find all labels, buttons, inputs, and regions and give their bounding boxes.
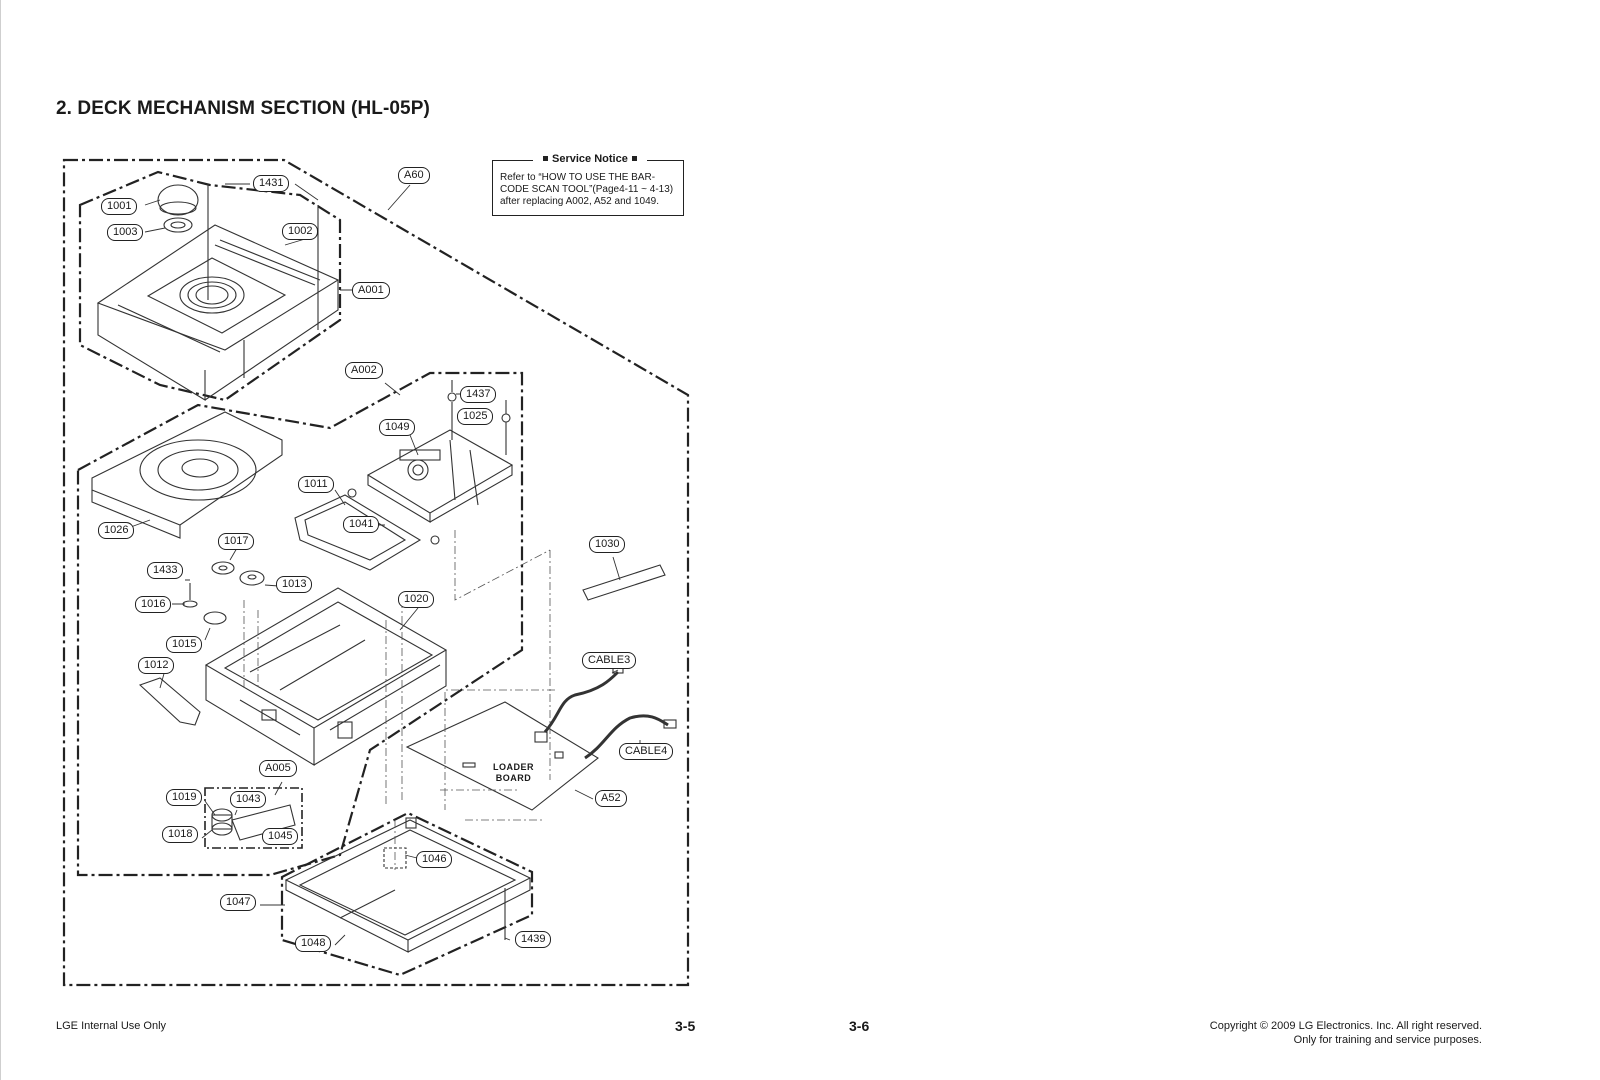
callout-1049: 1049 bbox=[379, 419, 416, 436]
callout-1041: 1041 bbox=[343, 516, 380, 533]
copyright-line-2: Only for training and service purposes. bbox=[1293, 1034, 1482, 1046]
callout-1047: 1047 bbox=[220, 894, 257, 911]
callout-cable3: CABLE3 bbox=[582, 652, 637, 669]
service-notice-body: Refer to “HOW TO USE THE BAR- CODE SCAN … bbox=[500, 172, 680, 208]
callout-1431: 1431 bbox=[253, 175, 290, 192]
boundary-a005 bbox=[204, 787, 303, 849]
callout-1437: 1437 bbox=[460, 386, 497, 403]
callout-1020: 1020 bbox=[398, 591, 435, 608]
callout-1433: 1433 bbox=[147, 562, 184, 579]
callout-1013: 1013 bbox=[276, 576, 313, 593]
ffc-1030-shape bbox=[582, 564, 666, 601]
copyright-line-1: Copyright © 2009 LG Electronics. Inc. Al… bbox=[1209, 1020, 1482, 1032]
loader-board-label-line-1: LOADER bbox=[493, 762, 534, 772]
service-notice-box: Service Notice Refer to “HOW TO USE THE … bbox=[492, 153, 684, 216]
callout-1002: 1002 bbox=[282, 223, 319, 240]
callout-1018: 1018 bbox=[162, 826, 199, 843]
callout-1048: 1048 bbox=[295, 935, 332, 952]
callout-1015: 1015 bbox=[166, 636, 203, 653]
callout-cable4: CABLE4 bbox=[619, 743, 674, 760]
callout-a001: A001 bbox=[352, 282, 390, 299]
loader-board-label: LOADER BOARD bbox=[493, 762, 534, 784]
service-notice-line-3: after replacing A002, A52 and 1049. bbox=[500, 196, 660, 207]
damper-frame-shape bbox=[294, 494, 422, 571]
copyright-notice: Copyright © 2009 LG Electronics. Inc. Al… bbox=[1210, 1019, 1482, 1047]
callout-a60: A60 bbox=[398, 167, 430, 184]
callout-1046: 1046 bbox=[416, 851, 453, 868]
callout-a52: A52 bbox=[595, 790, 627, 807]
section-heading: 2. DECK MECHANISM SECTION (HL-05P) bbox=[56, 98, 430, 119]
boundary-a001 bbox=[78, 170, 342, 402]
callout-1012: 1012 bbox=[138, 657, 175, 674]
cable3-shape bbox=[543, 670, 620, 733]
loader-board-shape bbox=[405, 701, 599, 811]
boundary-a002 bbox=[76, 371, 524, 877]
service-notice-line-2: CODE SCAN TOOL”(Page4-11 ~ 4-13) bbox=[500, 184, 674, 195]
callout-1016: 1016 bbox=[135, 596, 172, 613]
disc-tray-shape bbox=[91, 411, 283, 526]
cable4-shape bbox=[584, 714, 669, 760]
service-notice-title: Service Notice bbox=[533, 153, 647, 165]
callout-1439: 1439 bbox=[515, 931, 552, 948]
page-number-right: 3-6 bbox=[849, 1018, 870, 1034]
callout-1030: 1030 bbox=[589, 536, 626, 553]
callout-1043: 1043 bbox=[230, 791, 267, 808]
loader-board-label-line-2: BOARD bbox=[495, 773, 532, 783]
bottom-cover-shape bbox=[284, 819, 532, 941]
page-number-left: 3-5 bbox=[675, 1018, 696, 1034]
callout-1025: 1025 bbox=[457, 408, 494, 425]
service-notice-line-1: Refer to “HOW TO USE THE BAR- bbox=[500, 172, 656, 183]
callout-a002: A002 bbox=[345, 362, 383, 379]
boundary-a60 bbox=[62, 158, 690, 987]
traverse-unit-shape bbox=[366, 429, 514, 514]
page-edge-rule bbox=[0, 0, 1, 1080]
callout-1019: 1019 bbox=[166, 789, 203, 806]
callout-1045: 1045 bbox=[262, 828, 299, 845]
callout-1001: 1001 bbox=[101, 198, 138, 215]
callout-1026: 1026 bbox=[98, 522, 135, 539]
callout-1017: 1017 bbox=[218, 533, 255, 550]
callout-1011: 1011 bbox=[298, 476, 334, 493]
footer-internal-use: LGE Internal Use Only bbox=[56, 1020, 167, 1032]
callout-1003: 1003 bbox=[107, 224, 144, 241]
callout-a005: A005 bbox=[259, 760, 297, 777]
